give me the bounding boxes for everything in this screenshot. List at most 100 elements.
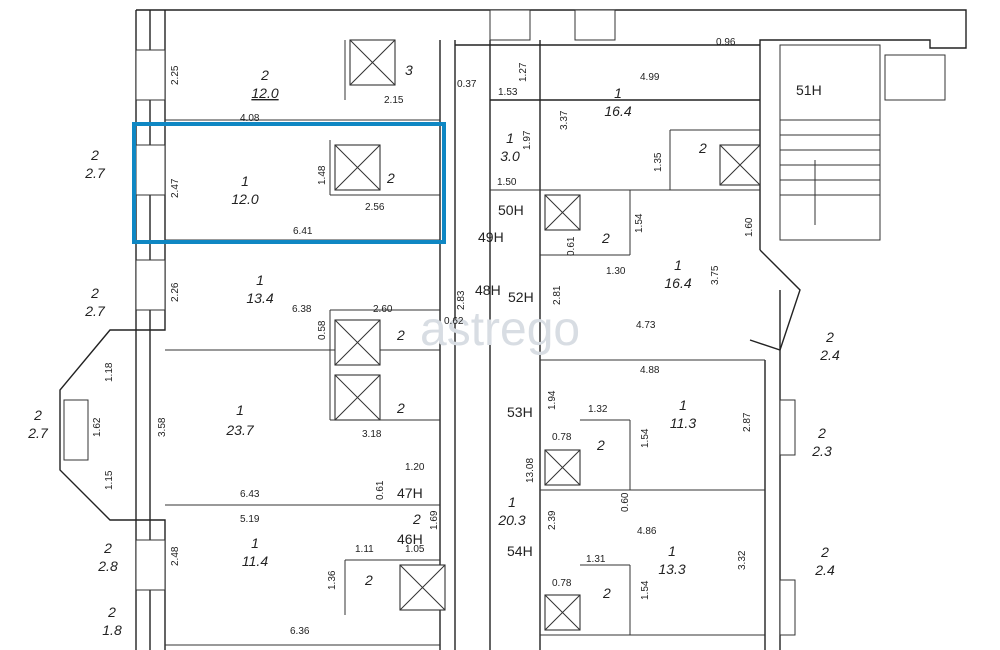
outer-walls [59, 9, 967, 650]
room-label: 22.3 [811, 425, 832, 459]
dim: 5.19 [240, 514, 260, 525]
dim: 2.60 [373, 304, 393, 315]
svg-text:2.7: 2.7 [27, 425, 49, 441]
dim: 2.56 [365, 202, 385, 213]
svg-text:2.4: 2.4 [814, 562, 835, 578]
dim: 2.25 [170, 65, 181, 85]
dim: 3.37 [559, 110, 570, 130]
room-label: 22.4 [819, 329, 840, 363]
room-labels: 212.0 112.0 113.4 123.7 111.4 116.4 13.0… [27, 67, 840, 638]
dim: 0.61 [566, 236, 577, 256]
svg-text:2: 2 [260, 67, 269, 83]
svg-text:2: 2 [90, 285, 99, 301]
wet-label: 2 [602, 585, 611, 601]
wet-label: 2 [386, 170, 395, 186]
zone-code: 50Н [498, 202, 524, 218]
svg-text:1: 1 [506, 130, 514, 146]
dim: 2.39 [547, 510, 558, 530]
svg-text:1: 1 [508, 494, 516, 510]
dim: 0.78 [552, 432, 572, 443]
svg-text:12.0: 12.0 [251, 85, 278, 101]
wet-label: 2 [364, 572, 373, 588]
room-label: 22.8 [97, 540, 118, 574]
dim: 1.60 [744, 217, 755, 237]
wet-label: 2 [396, 400, 405, 416]
zone-codes: 49Н 50Н 48Н 52Н 53Н 54Н 47Н 46Н [397, 202, 534, 559]
svg-text:1: 1 [256, 272, 264, 288]
room-label: 120.3 [497, 494, 525, 528]
dim: 0.96 [716, 37, 736, 48]
dim: 3.32 [737, 550, 748, 570]
dim: 4.73 [636, 320, 656, 331]
svg-text:2: 2 [90, 147, 99, 163]
dim: 4.86 [637, 526, 657, 537]
room-label: 22.4 [814, 544, 835, 578]
svg-text:1: 1 [668, 543, 676, 559]
room-label: 22.7 [84, 285, 106, 319]
zone-code: 48Н [475, 282, 501, 298]
dim: 1.62 [92, 417, 103, 437]
svg-text:16.4: 16.4 [604, 103, 631, 119]
svg-text:1: 1 [674, 257, 682, 273]
wet-label: 3 [405, 62, 413, 78]
dim: 2.83 [456, 290, 467, 310]
dim: 6.41 [293, 226, 313, 237]
dim: 1.97 [522, 130, 533, 150]
dim: 1.27 [518, 62, 529, 82]
staircase [779, 44, 881, 241]
wet-label: 2 [396, 327, 405, 343]
interior-walls [165, 40, 765, 646]
svg-text:2: 2 [33, 407, 42, 423]
dim: 13.08 [525, 458, 536, 483]
dim: 2.48 [170, 546, 181, 566]
dim: 2.81 [552, 285, 563, 305]
dim: 3.58 [157, 417, 168, 437]
room-label: 111.3 [670, 397, 696, 431]
dim: 1.36 [327, 570, 338, 590]
dim: 3.18 [362, 429, 382, 440]
room-label: 111.4 [242, 535, 268, 569]
room-label: 212.0 [251, 67, 278, 101]
svg-text:20.3: 20.3 [497, 512, 525, 528]
dim: 0.61 [375, 480, 386, 500]
room-label: 113.3 [658, 543, 685, 577]
dim: 6.38 [292, 304, 312, 315]
zone-code: 46Н [397, 531, 423, 547]
windows [63, 9, 946, 636]
room-label: 13.0 [500, 130, 520, 164]
watermark: astrego [420, 303, 580, 356]
dim: 1.53 [498, 87, 518, 98]
svg-text:2.3: 2.3 [811, 443, 832, 459]
svg-text:2: 2 [825, 329, 834, 345]
svg-text:16.4: 16.4 [664, 275, 691, 291]
dim: 1.94 [547, 390, 558, 410]
wet-area-labels: 3 2 2 2 2 2 2 2 2 2 [364, 62, 707, 601]
svg-text:1: 1 [251, 535, 259, 551]
svg-text:2.8: 2.8 [97, 558, 118, 574]
wet-label: 2 [596, 437, 605, 453]
dim: 3.75 [710, 265, 721, 285]
stair-label: 51Н [796, 82, 822, 98]
svg-text:1: 1 [614, 85, 622, 101]
svg-text:2.7: 2.7 [84, 303, 106, 319]
highlight-selection[interactable] [132, 122, 446, 244]
svg-text:2.7: 2.7 [84, 165, 106, 181]
room-label: 21.8 [102, 604, 122, 638]
room-label: 113.4 [246, 272, 273, 306]
svg-text:12.0: 12.0 [231, 191, 258, 207]
dim: 1.20 [405, 462, 425, 473]
room-label: 116.4 [604, 85, 631, 119]
dim: 4.88 [640, 365, 660, 376]
svg-text:2.4: 2.4 [819, 347, 840, 363]
svg-text:1: 1 [241, 173, 249, 189]
zone-code: 53Н [507, 404, 533, 420]
dim: 4.99 [640, 72, 660, 83]
room-label: 22.7 [84, 147, 106, 181]
svg-text:2: 2 [107, 604, 116, 620]
dim: 1.50 [497, 177, 517, 188]
dimension-labels: 2.25 2.15 4.08 2.47 1.48 2.56 6.41 2.26 … [92, 37, 755, 637]
dim: 1.69 [429, 510, 440, 530]
dim: 1.30 [606, 266, 626, 277]
zone-code: 49Н [478, 229, 504, 245]
